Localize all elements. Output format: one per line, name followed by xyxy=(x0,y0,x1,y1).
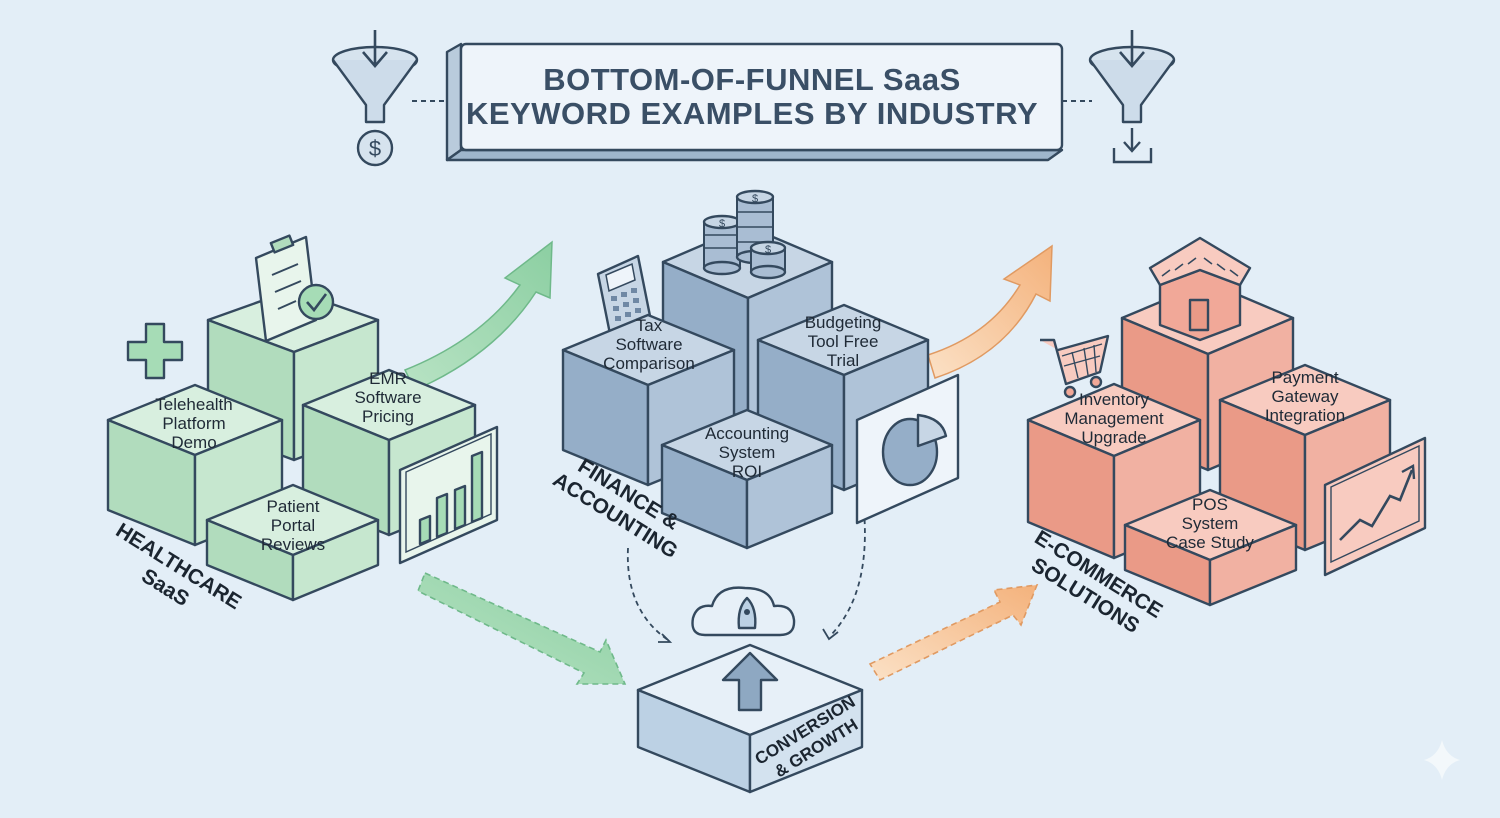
title-banner: BOTTOM-OF-FUNNEL SaaS KEYWORD EXAMPLES B… xyxy=(445,42,1064,162)
finance-cluster: $ $ $ Tax xyxy=(549,189,960,563)
keyword-line: System xyxy=(719,443,776,462)
sparkle-icon xyxy=(1424,740,1460,780)
up-arrow-icon xyxy=(721,651,779,712)
dollar-coin-icon: $ xyxy=(356,129,394,167)
keyword-line: Demo xyxy=(171,433,216,452)
keyword-line: POS xyxy=(1192,495,1228,514)
keyword-line: Accounting xyxy=(705,424,789,443)
trend-chart-icon xyxy=(1323,436,1427,577)
growth-arrow-orange xyxy=(927,244,1053,379)
funnel-icon xyxy=(1088,30,1176,124)
keyword-line: Platform xyxy=(162,414,225,433)
bar-chart-icon xyxy=(398,425,499,565)
keyword-line: Reviews xyxy=(261,535,325,554)
coin-stack-icon: $ $ $ xyxy=(702,189,787,280)
keyword-line: Telehealth xyxy=(155,395,233,414)
keyword-line: Patient xyxy=(267,497,320,516)
keyword-line: Software xyxy=(615,335,682,354)
ecommerce-cluster: Inventory Management Upgrade Payment Gat… xyxy=(1026,236,1427,638)
flow-arrow-orange xyxy=(868,584,1039,682)
cloud-rocket-icon xyxy=(691,586,796,637)
keyword-block-pos: POS System Case Study xyxy=(1123,488,1298,607)
keyword-line: ROI xyxy=(732,462,762,481)
keyword-line: Budgeting xyxy=(805,313,882,332)
svg-text:$: $ xyxy=(719,218,725,230)
keyword-line: EMR xyxy=(369,369,407,388)
keyword-line: Upgrade xyxy=(1081,428,1146,447)
svg-text:$: $ xyxy=(765,244,771,256)
svg-text:$: $ xyxy=(369,136,381,161)
keyword-block-patient-portal: Patient Portal Reviews xyxy=(205,483,380,602)
keyword-line: System xyxy=(1182,514,1239,533)
keyword-block-telehealth: Telehealth Platform Demo xyxy=(106,383,284,547)
keyword-line: Payment xyxy=(1271,368,1338,387)
funnel-icon xyxy=(331,30,419,124)
keyword-line: Trial xyxy=(827,351,859,370)
download-icon xyxy=(1112,128,1153,164)
keyword-line: Software xyxy=(354,388,421,407)
keyword-line: Case Study xyxy=(1166,533,1254,552)
calculator-icon xyxy=(596,254,652,336)
keyword-line: Portal xyxy=(271,516,315,535)
keyword-line: Gateway xyxy=(1271,387,1339,406)
healthcare-cluster: Telehealth Platform Demo EMR Software Pr… xyxy=(106,234,499,614)
storefront-icon xyxy=(1148,236,1252,342)
title-line-2: KEYWORD EXAMPLES BY INDUSTRY xyxy=(466,96,1038,131)
growth-arrow-green xyxy=(403,240,553,391)
keyword-line: Comparison xyxy=(603,354,695,373)
svg-text:$: $ xyxy=(752,193,758,205)
keyword-line: Tax xyxy=(636,316,663,335)
keyword-line: Management xyxy=(1064,409,1164,428)
keyword-line: Inventory xyxy=(1079,390,1149,409)
pie-chart-icon xyxy=(855,373,960,525)
clipboard-checklist-icon xyxy=(254,234,335,343)
keyword-line: Pricing xyxy=(362,407,414,426)
medical-cross-icon xyxy=(126,322,184,380)
keyword-line: Integration xyxy=(1265,406,1345,425)
keyword-block-accounting: Accounting System ROI xyxy=(660,408,834,550)
title-line-1: BOTTOM-OF-FUNNEL SaaS xyxy=(543,62,961,97)
keyword-line: Tool Free xyxy=(808,332,879,351)
conversion-growth-hub: CONVERSION & GROWTH xyxy=(636,586,864,794)
shopping-cart-icon xyxy=(1040,334,1110,399)
flow-arrow-green xyxy=(416,571,627,685)
